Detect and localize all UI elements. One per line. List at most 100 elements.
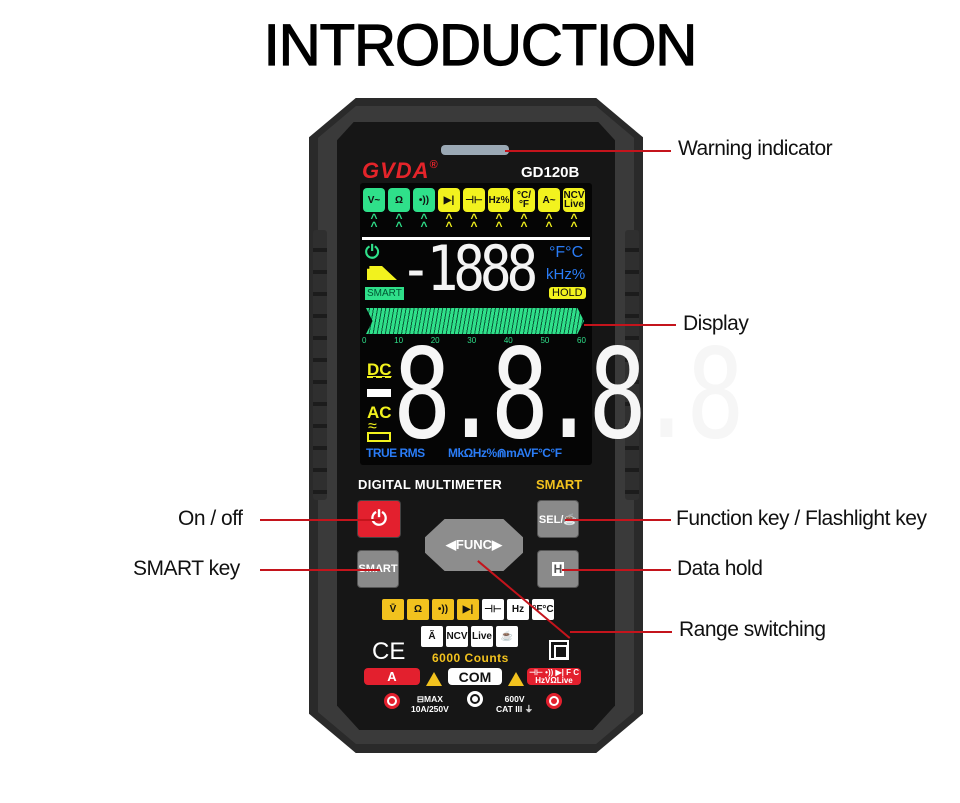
hold-icon: H	[551, 562, 565, 576]
current-icon: A~	[538, 188, 560, 212]
current-mode-icon: Ã	[421, 626, 443, 647]
ohm-icon: Ω	[388, 188, 410, 212]
callout-line-smart	[260, 569, 380, 571]
negative-sign	[367, 389, 391, 397]
scale-tick: 10	[394, 336, 404, 345]
power-icon: ⏻	[365, 242, 380, 262]
temperature-mode-icon: °F°C	[532, 599, 554, 620]
callout-data-hold: Data hold	[677, 557, 763, 580]
scale-tick: 60	[577, 336, 586, 345]
v-jack-rating: 600V CAT III ⏚	[496, 694, 533, 714]
double-insulation-icon	[549, 640, 569, 660]
chevron-up-icon: ^^	[445, 211, 453, 233]
a-jack-rating: ⊟MAX 10A/250V	[411, 694, 449, 714]
secondary-reading: -1888	[400, 232, 538, 305]
brand-logo: GVDA®	[362, 158, 439, 183]
counts-label: 6000 Counts	[432, 651, 509, 665]
chevron-up-icon: ^^	[420, 211, 428, 233]
scale-tick: 20	[430, 336, 440, 345]
callout-line-warning	[505, 150, 671, 152]
v-jack-symbols: ⊣⊢ •)) ▶| F C	[528, 667, 579, 677]
callout-range-switching: Range switching	[679, 618, 826, 641]
frequency-icon: Hz%	[488, 188, 510, 212]
callout-on-off: On / off	[178, 507, 243, 530]
model-number: GD120B	[521, 164, 580, 181]
ncv-mode-icon: NCV	[446, 626, 468, 647]
callout-warning-indicator: Warning indicator	[678, 137, 833, 160]
callout-display: Display	[683, 312, 749, 335]
continuity-mode-icon: •))	[432, 599, 454, 620]
scale-tick: 40	[503, 336, 513, 345]
chevron-up-icon: ^^	[545, 211, 553, 233]
chevron-up-icon: ^^	[470, 211, 478, 233]
chevron-up-icon: ^^	[395, 211, 403, 233]
v-jack-text: HzVΩLive	[535, 675, 573, 685]
a-input-jack[interactable]	[384, 693, 400, 709]
voltage-mode-icon: V̄	[382, 599, 404, 620]
chevron-up-icon: ^^	[370, 211, 378, 233]
warning-indicator-led	[441, 145, 509, 155]
com-jack-label: COM	[448, 668, 502, 685]
page-title: INTRODUCTION	[263, 12, 698, 78]
scale-tick: 0	[362, 336, 367, 345]
scale-tick: 30	[467, 336, 477, 345]
callout-line-display	[584, 324, 676, 326]
true-rms-label: TRUE RMS	[366, 446, 425, 460]
fuse-spec: 10A/250V	[411, 704, 449, 714]
right-grip	[625, 230, 639, 500]
diode-mode-icon: ▶|	[457, 599, 479, 620]
callout-smart-key: SMART key	[133, 557, 240, 580]
func-button[interactable]: ◀FUNC▶	[425, 519, 523, 571]
callout-line-range	[570, 631, 672, 633]
fuse-rating: ⊟MAX	[416, 694, 443, 704]
smart-label: SMART	[536, 477, 583, 492]
v-jack-label: ⊣⊢ •)) ▶| F C HzVΩLive	[527, 668, 581, 685]
temperature-icon: °C/°F	[513, 188, 535, 212]
mode-legend-row-2: Ã NCV Live ☕	[421, 626, 518, 647]
power-icon: ⏻	[371, 508, 387, 531]
chevron-up-icon: ^^	[520, 211, 528, 233]
callout-line-function	[565, 519, 671, 521]
mode-legend-row-1: V̄ Ω •)) ▶| ⊣⊢ Hz °F°C	[382, 599, 554, 620]
flashlight-mode-icon: ☕	[496, 626, 518, 647]
temperature-unit: °F°C	[549, 244, 584, 261]
ncv-live-icon: NCV Live	[563, 188, 585, 212]
product-label: DIGITAL MULTIMETER	[358, 477, 503, 492]
voltage-icon: V~	[363, 188, 385, 212]
category-rating: CAT III ⏚	[496, 704, 534, 714]
unit-indicators: MkΩHz%⋒mAVF°C°F	[448, 446, 562, 460]
callout-line-hold	[562, 569, 671, 571]
fuse-icon	[367, 432, 391, 442]
live-mode-icon: Live	[471, 626, 493, 647]
chevron-up-icon: ^^	[495, 211, 503, 233]
callout-function-key: Function key / Flashlight key	[676, 507, 927, 530]
com-input-jack[interactable]	[467, 691, 483, 707]
ohm-mode-icon: Ω	[407, 599, 429, 620]
continuity-icon: •))	[413, 188, 435, 212]
scale-tick: 50	[540, 336, 550, 345]
capacitor-icon: ⊣⊢	[463, 188, 485, 212]
dc-symbol	[367, 376, 391, 378]
chevron-up-icon: ^^	[570, 211, 578, 233]
diode-icon: ▶|	[438, 188, 460, 212]
dc-indicator: DC	[367, 360, 392, 379]
lcd-function-icons: V~ Ω •)) ▶| ⊣⊢ Hz% °C/°F A~ NCV Live	[363, 188, 585, 212]
voltage-rating: 600V	[504, 694, 525, 704]
hold-indicator: HOLD	[549, 287, 586, 299]
lcd-divider	[362, 237, 590, 240]
main-reading: 8.8.8.8	[393, 323, 744, 467]
callout-line-on-off	[260, 519, 380, 521]
v-input-jack[interactable]	[546, 693, 562, 709]
analog-bargraph	[366, 308, 584, 334]
a-jack-label: A	[364, 668, 420, 685]
capacitor-mode-icon: ⊣⊢	[482, 599, 504, 620]
smart-indicator: SMART	[365, 287, 404, 300]
bargraph-scale: 0 10 20 30 40 50 60	[362, 336, 586, 345]
frequency-unit: kHz%	[546, 266, 586, 283]
frequency-mode-icon: Hz	[507, 599, 529, 620]
function-arrows: ^^ ^^ ^^ ^^ ^^ ^^ ^^ ^^ ^^	[363, 211, 585, 234]
ac-wave-icon: ≈	[368, 418, 377, 435]
left-grip	[313, 230, 327, 500]
ce-mark-icon: CE	[372, 638, 406, 665]
ac-indicator: AC	[367, 403, 392, 422]
